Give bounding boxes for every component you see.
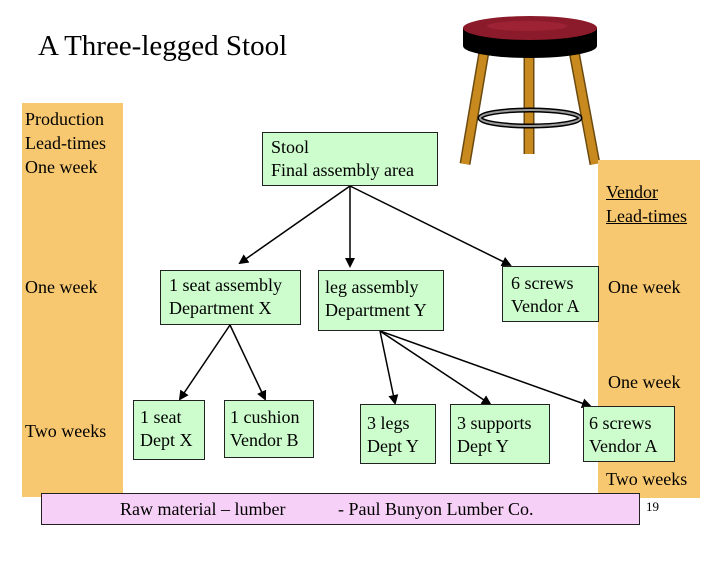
- node-screws-vendor-a-top: 6 screws Vendor A: [502, 266, 599, 322]
- node-seat-assembly: 1 seat assembly Department X: [160, 270, 301, 325]
- page-number: 19: [646, 499, 659, 514]
- node-stool-final-assembly: Stool Final assembly area: [262, 132, 438, 186]
- lead-time-one-week: One week: [25, 277, 98, 297]
- node-supports-dept-y: 3 supports Dept Y: [450, 404, 550, 464]
- vendor-lead-time-one-week-2: One week: [608, 372, 681, 392]
- page-title: A Three-legged Stool: [38, 30, 288, 62]
- connector-lines: [178, 185, 592, 409]
- stool-illustration: [459, 16, 601, 166]
- production-lead-times-column: [22, 103, 123, 497]
- vendor-lead-time-one-week-1: One week: [608, 277, 681, 297]
- raw-material-supplier: - Paul Bunyon Lumber Co.: [338, 499, 534, 519]
- node-legs-dept-y: 3 legs Dept Y: [360, 404, 436, 464]
- node-seat-dept-x: 1 seat Dept X: [133, 400, 205, 460]
- vendor-lead-time-two-weeks: Two weeks: [606, 469, 688, 489]
- raw-material-label: Raw material – lumber: [120, 499, 286, 519]
- node-leg-assembly: leg assembly Department Y: [318, 270, 444, 331]
- vendor-lead-times-label: Vendor Lead-times: [606, 182, 687, 226]
- node-screws-vendor-a-bottom: 6 screws Vendor A: [583, 406, 675, 462]
- raw-material-bar: Raw material – lumber - Paul Bunyon Lumb…: [41, 493, 640, 525]
- production-lead-times-label: Production Lead-times One week: [25, 109, 106, 177]
- node-cushion-vendor-b: 1 cushion Vendor B: [224, 400, 314, 458]
- lead-time-two-weeks: Two weeks: [25, 421, 107, 441]
